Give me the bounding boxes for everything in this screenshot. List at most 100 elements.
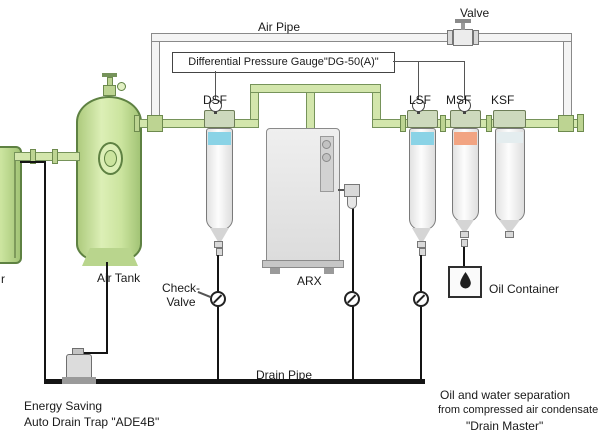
tank-valve-stem <box>107 77 113 86</box>
msf-pressure-gauge-icon <box>458 99 471 112</box>
drain-pipe-main <box>44 379 425 384</box>
check-valve-icon <box>210 291 226 307</box>
arx-dial-icon <box>322 153 331 162</box>
lsf-head <box>407 110 438 128</box>
compressor-drain-stub <box>20 161 46 163</box>
bridge-pipe <box>250 84 381 93</box>
pipe-flange <box>400 115 406 132</box>
dpg-leader-horizontal <box>393 61 465 62</box>
air-tank-skirt <box>82 248 138 266</box>
drain-master-label-line1: Oil and water separation <box>440 388 571 402</box>
valve-flange-right <box>473 30 479 45</box>
bypass-tee-fitting <box>147 115 163 132</box>
tank-to-dsf-pipe <box>134 119 208 128</box>
lsf-drain-line <box>420 255 422 383</box>
check-valve-icon <box>344 291 360 307</box>
dsf-drain-fitting <box>216 248 223 256</box>
arx-drain-connector <box>338 189 345 191</box>
outlet-end-flange <box>577 114 584 132</box>
check-valve-label: Check- Valve <box>162 281 200 309</box>
dpg-leader-lsf <box>418 61 419 99</box>
check-valve-label-line1: Check- <box>162 281 201 295</box>
valve-handle <box>455 19 471 23</box>
dsf-drain-nub <box>214 241 223 248</box>
dsf-gauge-stem <box>214 110 217 114</box>
tank-safety-valve-icon <box>117 82 126 91</box>
energy-saving-label-line2: Auto Drain Trap "ADE4B" <box>24 415 160 429</box>
air-tank-manhole <box>98 142 123 175</box>
tank-valve-handle <box>102 73 117 77</box>
pipe-flange <box>440 115 446 132</box>
dpg-leader-msf <box>464 61 465 99</box>
bypass-join-fitting <box>558 115 574 132</box>
valve-label: Valve <box>460 6 490 20</box>
lsf-cone <box>412 228 431 242</box>
oil-drop-icon <box>459 272 472 289</box>
compressor-drain-line <box>44 161 46 382</box>
check-valve-label-line2: Valve <box>166 295 196 310</box>
arx-drain-bowl <box>347 196 357 209</box>
compressor-panel-seam <box>14 152 16 258</box>
ksf-head <box>493 110 526 128</box>
check-valve-icon <box>413 291 429 307</box>
ksf-band <box>497 132 523 143</box>
ksf-body <box>495 128 525 222</box>
pipe-flange <box>30 149 36 164</box>
lsf-pressure-gauge-icon <box>412 99 425 112</box>
auto-drain-trap-cap <box>72 348 84 355</box>
msf-label: MSF <box>446 93 472 107</box>
dsf-body <box>206 128 233 230</box>
arx-control-panel <box>320 136 334 192</box>
arx-dial-icon <box>322 140 331 149</box>
arx-label: ARX <box>297 274 322 288</box>
pipe-flange <box>52 149 58 164</box>
arx-foot <box>324 268 334 274</box>
lsf-body <box>409 128 436 230</box>
air-tank-label: Air Tank <box>97 271 141 285</box>
valve-flange-left <box>447 30 453 45</box>
ksf-drain-nub <box>505 231 514 238</box>
air-pipe-top <box>151 33 572 42</box>
pipe-flange <box>486 115 492 132</box>
compressor-partial-label: r <box>1 272 5 286</box>
tank-outlet-flange <box>134 115 140 132</box>
dsf-label: DSF <box>203 93 227 107</box>
tank-top-fitting <box>103 85 116 96</box>
msf-drain-fitting <box>461 239 468 247</box>
drain-master-label-line2: from compressed air condensate <box>438 404 599 416</box>
dpg-leader-dsf <box>215 71 216 100</box>
lsf-drain-fitting <box>419 248 426 256</box>
msf-drain-nub <box>460 231 469 238</box>
drain-pipe-label: Drain Pipe <box>256 368 313 382</box>
dsf-cone <box>210 228 229 242</box>
energy-saving-label-line1: Energy Saving <box>24 399 103 413</box>
air-compressor <box>0 146 22 264</box>
msf-band <box>454 132 477 145</box>
tank-drain-line <box>106 262 108 354</box>
ksf-label: KSF <box>491 93 515 107</box>
dsf-drain-line <box>217 255 219 383</box>
air-pipe-label: Air Pipe <box>258 20 301 34</box>
valve-body <box>453 29 473 46</box>
lsf-label: LSF <box>409 93 432 107</box>
msf-drain-line <box>463 247 465 268</box>
dsf-outlet-pipe <box>233 119 259 128</box>
compressor-to-tank-pipe <box>14 152 80 161</box>
oil-container-label: Oil Container <box>489 282 560 296</box>
msf-gauge-stem <box>463 110 466 114</box>
bypass-riser-left <box>151 33 160 121</box>
lsf-gauge-stem <box>417 110 420 114</box>
dpg-callout-box: Differential Pressure Gauge"DG-50(A)" <box>172 52 395 73</box>
arx-base <box>262 260 344 268</box>
valve-stem <box>461 23 465 30</box>
drain-master-label-line3: "Drain Master" <box>466 419 544 433</box>
air-tank-manhole-inner <box>104 150 117 167</box>
lsf-drain-nub <box>417 241 426 248</box>
tank-drain-elbow <box>78 352 108 354</box>
lsf-band <box>411 132 434 145</box>
air-tank <box>76 96 142 262</box>
dsf-band <box>208 132 231 145</box>
bypass-riser-right <box>563 33 572 121</box>
arx-foot <box>270 268 280 274</box>
